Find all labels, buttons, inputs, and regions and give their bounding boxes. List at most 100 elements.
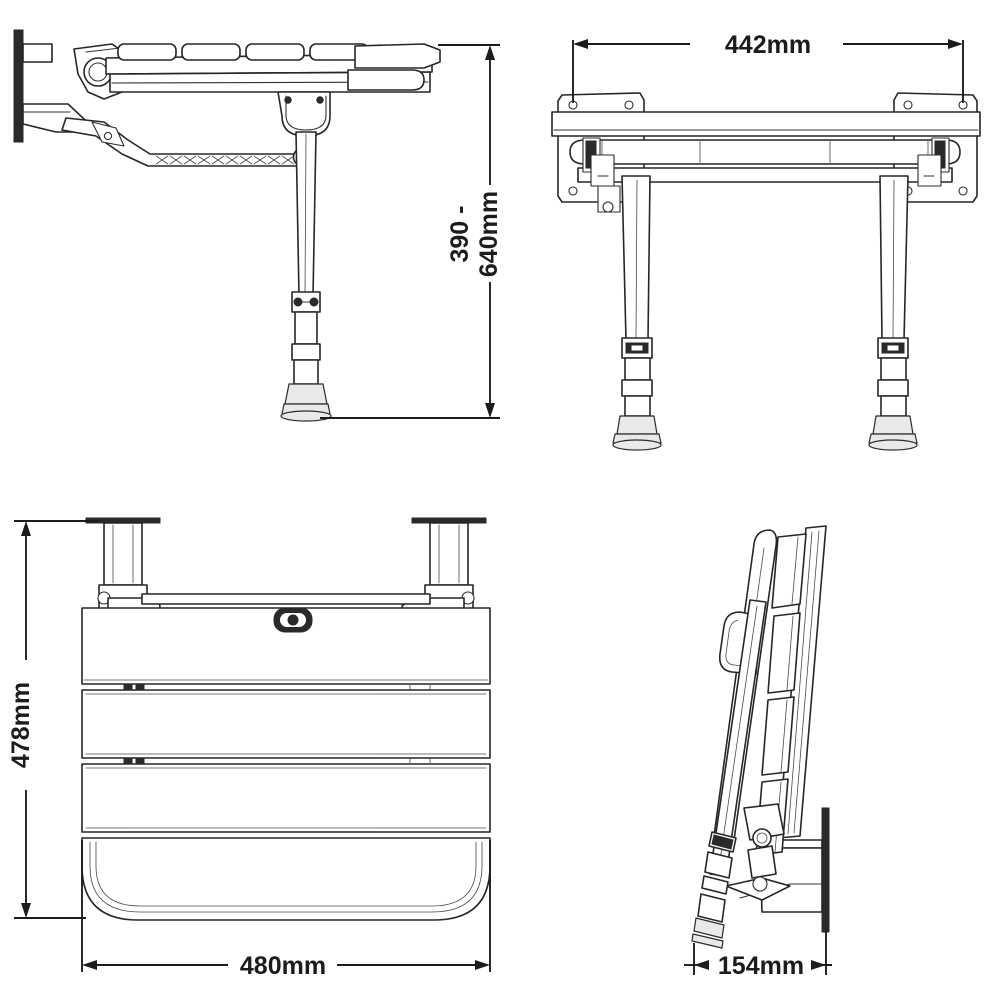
view-side-elevation: 390 - 640mm xyxy=(13,29,503,422)
leg-right-foot-pad xyxy=(868,439,918,451)
folded-leg-section xyxy=(704,851,733,879)
leg-mount-bracket-inner xyxy=(285,95,327,131)
seat-slat xyxy=(181,43,241,61)
rubber-foot-pad xyxy=(280,410,332,422)
dimension-seat-depth: 478mm xyxy=(7,520,100,919)
leg-knuckle-left xyxy=(590,154,615,187)
leg-right-centerline xyxy=(892,179,895,339)
folded-strut-line xyxy=(717,605,758,875)
leg-right-section xyxy=(880,357,907,381)
centre-latch-badge xyxy=(273,607,313,633)
seat-slat xyxy=(245,43,305,61)
plate-bolt-hole xyxy=(903,100,913,110)
view-front-elevation: 442mm xyxy=(551,31,981,451)
leg-left-foot-pad xyxy=(612,439,662,451)
dim-arrow-right xyxy=(948,39,963,49)
front-rail-nose xyxy=(347,69,425,91)
dim-label-bracket-width: 442mm xyxy=(725,31,811,59)
leg-right-stem xyxy=(880,395,907,417)
folded-foot-base xyxy=(691,933,724,949)
dim-arrow-left xyxy=(82,960,97,970)
strut-hinge-lug xyxy=(91,121,125,147)
plan-slat-joiner xyxy=(123,683,133,691)
folded-seat-slat xyxy=(771,533,807,609)
leg-socket-pin-left xyxy=(602,201,614,213)
leg-left-collar xyxy=(621,379,653,397)
dim-arrow-right xyxy=(811,960,826,970)
bracket-bolt xyxy=(284,96,292,104)
dimension-bracket-width: 442mm xyxy=(572,31,964,103)
dim-label-height-range-line2: 640mm xyxy=(475,191,503,277)
plan-front-lip-inner2 xyxy=(95,841,477,907)
plate-bolt-hole xyxy=(958,186,968,196)
folded-leg-clamp-band xyxy=(711,834,734,850)
front-rail-top xyxy=(354,43,441,69)
leg-right-collar xyxy=(877,379,909,397)
view-plan: 478mm 480mm xyxy=(7,517,491,980)
plate-bolt-hole xyxy=(624,100,634,110)
folded-wall-bar xyxy=(821,807,830,933)
seat-slat-group-side xyxy=(117,43,369,61)
lower-cross-rail xyxy=(577,167,953,183)
dim-arrow-top xyxy=(485,45,495,60)
dim-arrow-bottom xyxy=(21,903,31,918)
view-folded-side: 154mm xyxy=(684,525,832,980)
strut-hinge-pin xyxy=(103,131,113,141)
dim-arrow-left xyxy=(573,39,588,49)
plan-slat-joiner xyxy=(135,683,145,691)
folded-slat-edge xyxy=(786,615,794,691)
plan-seat-slat-1 xyxy=(81,607,491,685)
rubber-foot-body xyxy=(284,383,328,405)
folded-slat-edge xyxy=(780,699,788,773)
folded-leg-collar xyxy=(701,875,729,895)
dimension-seat-width: 480mm xyxy=(81,840,491,980)
leg-left-foot-body xyxy=(616,415,658,435)
dim-label-folded-depth: 154mm xyxy=(718,952,804,980)
wall-line xyxy=(13,29,24,143)
folded-pivot-bolt-inner xyxy=(756,832,768,844)
plan-front-lip-inner xyxy=(89,841,483,913)
plan-post-right xyxy=(429,522,469,586)
leg-left-centerline xyxy=(635,179,638,339)
leg-left-section xyxy=(624,357,651,381)
leg-left-clamp-slot xyxy=(630,344,644,352)
wall-plate-upper xyxy=(22,43,53,63)
front-rail-tube xyxy=(569,139,961,165)
plan-seat-slat-3 xyxy=(81,763,491,833)
leg-left-stem xyxy=(624,395,651,417)
leg-clamp-screw xyxy=(293,297,303,307)
bracket-bolt xyxy=(316,96,324,104)
folded-seat-slat xyxy=(761,696,795,776)
plan-front-curved-lip xyxy=(81,837,491,921)
leg-stem xyxy=(293,359,319,385)
dim-label-height-range-line1: 390 - xyxy=(446,206,474,263)
leg-knuckle-right xyxy=(917,154,942,187)
leg-clamp-screw xyxy=(309,297,319,307)
leg-right-foot-body xyxy=(872,415,914,435)
plan-slat-joiner xyxy=(123,757,133,765)
plan-wall-plate-right xyxy=(411,517,487,524)
telescopic-leg-lower xyxy=(294,311,318,345)
dimension-height-range: 390 - 640mm xyxy=(320,44,503,419)
folded-foot-body xyxy=(693,917,725,939)
plan-post-left xyxy=(103,522,143,586)
dim-label-seat-width: 480mm xyxy=(240,952,326,980)
seat-slat xyxy=(117,43,177,61)
folded-slat-rail-line xyxy=(787,531,813,835)
plate-bolt-hole xyxy=(568,186,578,196)
dim-arrow-bottom xyxy=(485,403,495,418)
folded-pivot-bolt xyxy=(752,828,772,848)
folded-lower-pin xyxy=(752,876,768,892)
leg-right-clamp-slot xyxy=(886,344,900,352)
plan-back-rail xyxy=(141,593,431,605)
leg-centerline xyxy=(304,133,307,295)
dimension-folded-depth: 154mm xyxy=(684,930,832,980)
dim-arrow-right xyxy=(475,960,490,970)
folded-pivot-housing xyxy=(743,803,785,841)
pivot-hinge-top-line xyxy=(85,47,121,53)
folded-leg-stem xyxy=(697,893,726,923)
folded-slat-rail-line2 xyxy=(793,530,820,834)
centre-latch-knob xyxy=(287,614,299,626)
